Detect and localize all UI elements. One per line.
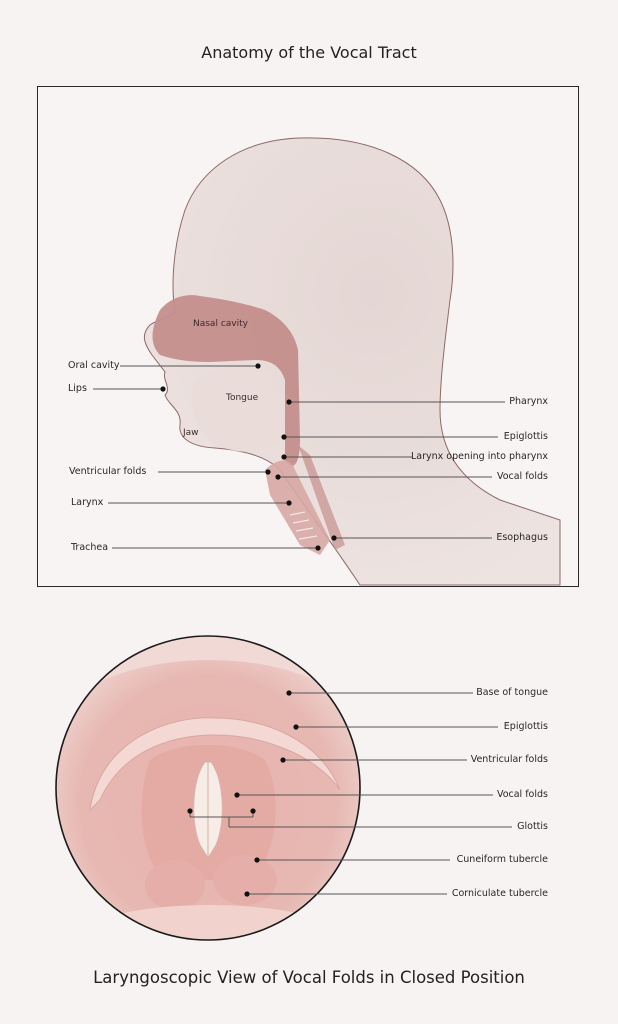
label-glottis: Glottis [517, 821, 548, 832]
label-ventricular-folds-bottom: Ventricular folds [470, 754, 548, 765]
vocal-tract-illustration [93, 137, 561, 586]
label-vocal-folds-bottom: Vocal folds [496, 789, 548, 800]
label-epiglottis-bottom: Epiglottis [503, 721, 548, 732]
esophagus-shape [298, 445, 345, 550]
bottom-figure-title: Laryngoscopic View of Vocal Folds in Clo… [93, 968, 525, 987]
label-vocal-folds: Vocal folds [496, 471, 548, 482]
label-jaw: Jaw [183, 428, 199, 438]
label-lips: Lips [68, 383, 87, 394]
head-outline [143, 137, 561, 586]
tongue-shape [191, 365, 283, 452]
larynx-shape [265, 460, 330, 555]
label-trachea: Trachea [71, 542, 109, 553]
label-nasal-cavity: Nasal cavity [193, 319, 248, 329]
label-larynx: Larynx [71, 497, 104, 508]
label-base-of-tongue: Base of tongue [476, 687, 548, 698]
label-epiglottis: Epiglottis [503, 431, 548, 442]
epiglottis-arc [89, 717, 341, 812]
label-esophagus: Esophagus [496, 532, 548, 543]
label-ventricular-folds: Ventricular folds [69, 466, 147, 477]
label-oral-cavity: Oral cavity [68, 360, 120, 371]
label-larynx-opening: Larynx opening into pharynx [411, 451, 548, 462]
label-corniculate-tubercle: Corniculate tubercle [451, 888, 548, 899]
label-tongue: Tongue [226, 393, 259, 403]
top-figure-title: Anatomy of the Vocal Tract [201, 43, 417, 62]
nasal-cavity-shape [152, 295, 300, 466]
label-pharynx: Pharynx [509, 396, 548, 407]
label-cuneiform-tubercle: Cuneiform tubercle [456, 854, 548, 865]
